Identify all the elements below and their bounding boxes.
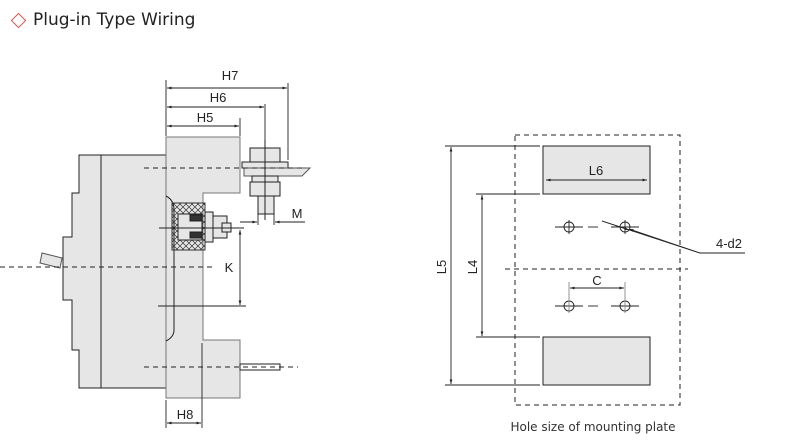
side-centerlines bbox=[0, 167, 306, 368]
section-title: Plug-in Type Wiring bbox=[10, 10, 195, 30]
dim-m: M bbox=[292, 206, 303, 221]
upper-cutout bbox=[542, 145, 651, 195]
plate-caption: Hole size of mounting plate bbox=[510, 420, 675, 434]
dim-h7: H7 bbox=[222, 68, 239, 83]
section-title-text: Plug-in Type Wiring bbox=[33, 10, 196, 30]
side-dimensions bbox=[158, 80, 305, 428]
dim-l5: L5 bbox=[434, 260, 449, 274]
breaker-body bbox=[62, 154, 167, 389]
plate-dimensions bbox=[445, 145, 647, 386]
dim-c: C bbox=[592, 273, 601, 288]
breaker-handle bbox=[39, 252, 63, 269]
dim-l4: L4 bbox=[465, 260, 480, 274]
lower-cutout bbox=[542, 336, 651, 386]
dim-h6: H6 bbox=[210, 90, 227, 105]
side-view bbox=[39, 136, 312, 399]
dim-h8: H8 bbox=[177, 407, 194, 422]
dim-l6: L6 bbox=[589, 163, 603, 178]
dim-k: K bbox=[225, 260, 234, 275]
mounting-holes bbox=[555, 220, 745, 313]
dim-h5: H5 bbox=[197, 110, 214, 125]
mounting-plate bbox=[505, 134, 688, 406]
dim-holes: 4-d2 bbox=[716, 236, 742, 251]
plate-outline bbox=[514, 134, 681, 406]
